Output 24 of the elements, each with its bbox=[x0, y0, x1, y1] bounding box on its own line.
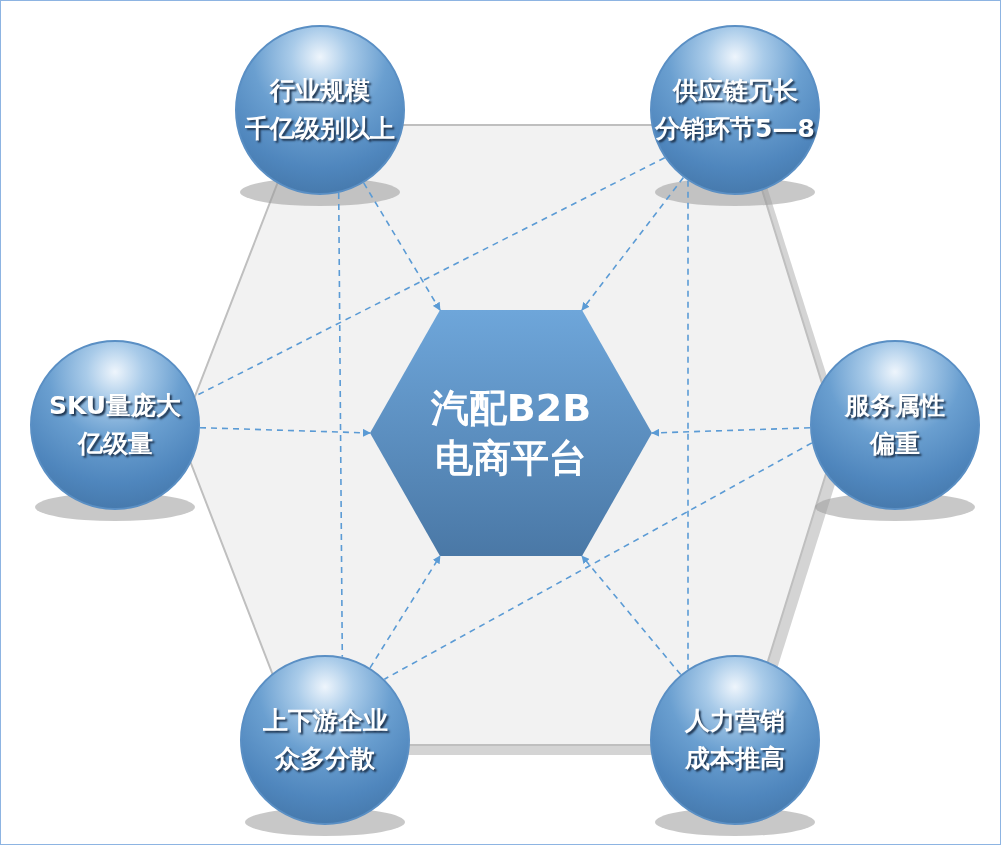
dashed-arrow bbox=[581, 555, 682, 676]
sphere-label: 行业规模 bbox=[270, 75, 370, 107]
sphere-label: 上下游企业 bbox=[262, 705, 388, 737]
dashed-line bbox=[687, 180, 689, 670]
dashed-arrow bbox=[651, 427, 811, 437]
sphere-label: 供应链冗长 bbox=[672, 75, 798, 107]
sphere-label: 服务属性 bbox=[845, 390, 945, 422]
hexagon-label: 电商平台 bbox=[435, 435, 587, 482]
dashed-arrow bbox=[199, 426, 371, 437]
dashed-line bbox=[383, 442, 813, 680]
dashed-arrow bbox=[362, 182, 441, 311]
dashed-arrow bbox=[369, 555, 441, 669]
hexagon-label: 汽配B2B bbox=[430, 385, 592, 432]
sphere-label: SKU量庞大 bbox=[48, 390, 182, 422]
sphere-label: 人力营销 bbox=[685, 705, 785, 737]
center-hexagon bbox=[370, 310, 652, 556]
sphere-label: 千亿级别以上 bbox=[245, 113, 395, 145]
sphere-label: 偏重 bbox=[870, 428, 920, 460]
dashed-arrow bbox=[581, 176, 685, 311]
sphere-label: 亿级量 bbox=[77, 428, 153, 460]
sphere-label: 分销环节5—8 bbox=[655, 113, 815, 145]
dashed-line bbox=[337, 192, 344, 658]
sphere-label: 成本推高 bbox=[685, 743, 785, 775]
sphere-label: 众多分散 bbox=[275, 743, 375, 775]
